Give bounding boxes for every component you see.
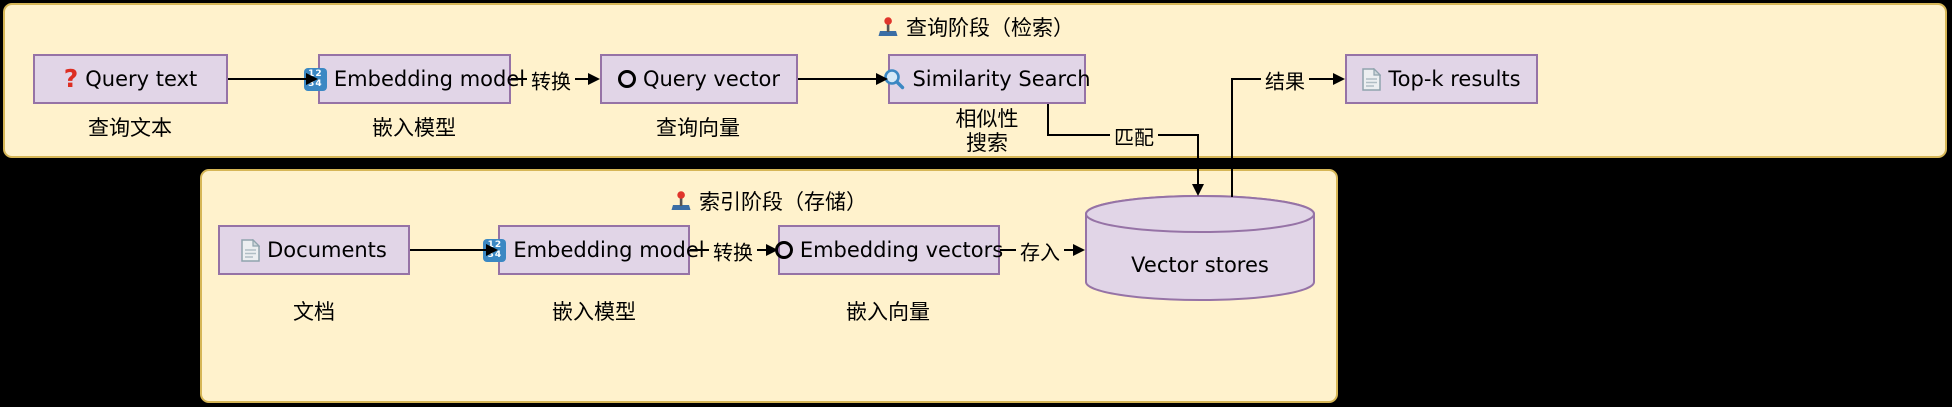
document-icon: [1362, 67, 1382, 91]
edge-label-convert-index: 转换: [709, 236, 757, 266]
similarity-search-caption: 相似性 搜索: [956, 107, 1019, 155]
documents-label: Documents: [267, 238, 387, 262]
documents-node: Documents: [218, 225, 410, 275]
edge-vectorstores-topk-seg1: [1231, 79, 1233, 197]
embedding-vectors-node: Embedding vectors: [774, 225, 1004, 275]
query-text-node: Query text: [33, 54, 228, 104]
phase-icon: [671, 190, 691, 212]
embedding-model-node-query: Embedding model: [303, 54, 525, 104]
embedding-vectors-label: Embedding vectors: [799, 238, 1004, 262]
arrowhead-right-icon: [876, 73, 888, 85]
similarity-search-label: Similarity Search: [912, 67, 1091, 91]
query-text-caption: 查询文本: [88, 116, 172, 140]
edge-similarity-vectorstores-seg3: [1197, 134, 1199, 184]
embedding-model-label-index: Embedding model: [513, 238, 705, 262]
query-phase-title: 查询阶段（检索）: [878, 12, 1074, 42]
similarity-search-caption-line2: 搜索: [966, 131, 1008, 155]
embedding-model-label: Embedding model: [333, 67, 526, 91]
embedding-model-caption-query: 嵌入模型: [372, 116, 456, 140]
embedding-model-caption-index: 嵌入模型: [552, 300, 636, 324]
query-vector-node: Query vector: [600, 54, 798, 104]
phase-icon: [878, 16, 898, 38]
similarity-search-caption-line1: 相似性: [955, 107, 1019, 131]
arrowhead-right-icon: [1333, 73, 1345, 85]
edge-label-match: 匹配: [1110, 121, 1158, 151]
document-icon: [241, 238, 261, 262]
edge-similarity-vectorstores-seg1: [1047, 104, 1049, 135]
circle-icon: [617, 70, 636, 88]
arrowhead-right-icon: [306, 73, 318, 85]
embedding-model-node-index: Embedding model: [483, 225, 705, 275]
query-vector-label: Query vector: [642, 67, 781, 91]
topk-results-label: Top-k results: [1388, 67, 1521, 91]
question-icon: [64, 66, 79, 91]
edge-label-store: 存入: [1016, 236, 1064, 266]
embedding-vectors-caption: 嵌入向量: [846, 300, 930, 324]
similarity-search-node: Similarity Search: [884, 54, 1091, 104]
topk-results-node: Top-k results: [1345, 54, 1538, 104]
arrowhead-right-icon: [1073, 244, 1085, 256]
index-phase-title-text: 索引阶段（存储）: [699, 190, 867, 214]
vector-stores-label: Vector stores: [1131, 253, 1269, 277]
edge-querytext-embedding-line: [228, 78, 306, 80]
edge-documents-embedding-line: [410, 249, 486, 251]
query-vector-caption: 查询向量: [656, 116, 740, 140]
edge-label-result: 结果: [1261, 65, 1309, 95]
arrowhead-right-icon: [766, 244, 778, 256]
arrowhead-right-icon: [486, 244, 498, 256]
arrowhead-right-icon: [588, 73, 600, 85]
index-phase-title: 索引阶段（存储）: [671, 186, 867, 216]
arrowhead-down-icon: [1192, 184, 1204, 196]
search-icon: [883, 68, 905, 90]
query-phase-title-text: 查询阶段（检索）: [906, 16, 1074, 40]
cylinder-shape: [1085, 195, 1315, 301]
query-text-label: Query text: [85, 67, 198, 91]
edge-queryvector-similarity-line: [798, 78, 876, 80]
edge-label-convert-query: 转换: [527, 65, 575, 95]
documents-caption: 文档: [293, 300, 335, 324]
vector-stores-node: Vector stores: [1085, 195, 1315, 302]
